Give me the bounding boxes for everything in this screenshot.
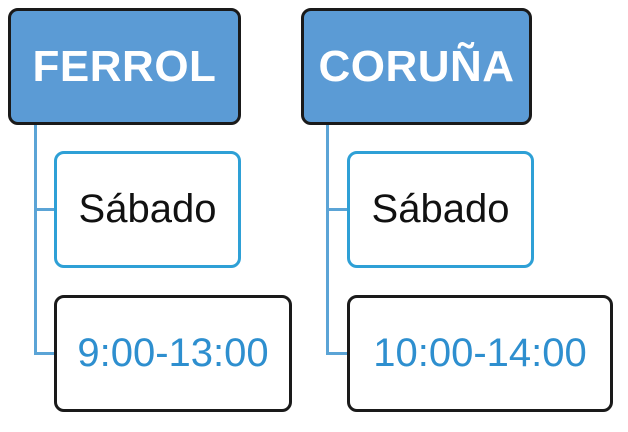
- city-header: FERROL: [8, 8, 241, 125]
- hours-box: 9:00-13:00: [54, 295, 292, 412]
- day-label: Sábado: [78, 187, 217, 231]
- city-header: CORUÑA: [301, 8, 532, 125]
- day-label: Sábado: [371, 187, 510, 231]
- connector-to-day: [326, 208, 348, 211]
- day-box: Sábado: [54, 151, 241, 268]
- hours-box: 10:00-14:00: [347, 295, 613, 412]
- connector-to-day: [34, 208, 55, 211]
- hours-label: 9:00-13:00: [77, 331, 269, 375]
- connector-vertical: [326, 124, 329, 354]
- day-box: Sábado: [347, 151, 534, 268]
- connector-to-hours: [34, 352, 55, 355]
- connector-vertical: [34, 124, 37, 354]
- hours-label: 10:00-14:00: [373, 331, 587, 375]
- connector-to-hours: [326, 352, 348, 355]
- city-name: CORUÑA: [318, 41, 515, 91]
- city-name: FERROL: [32, 41, 217, 91]
